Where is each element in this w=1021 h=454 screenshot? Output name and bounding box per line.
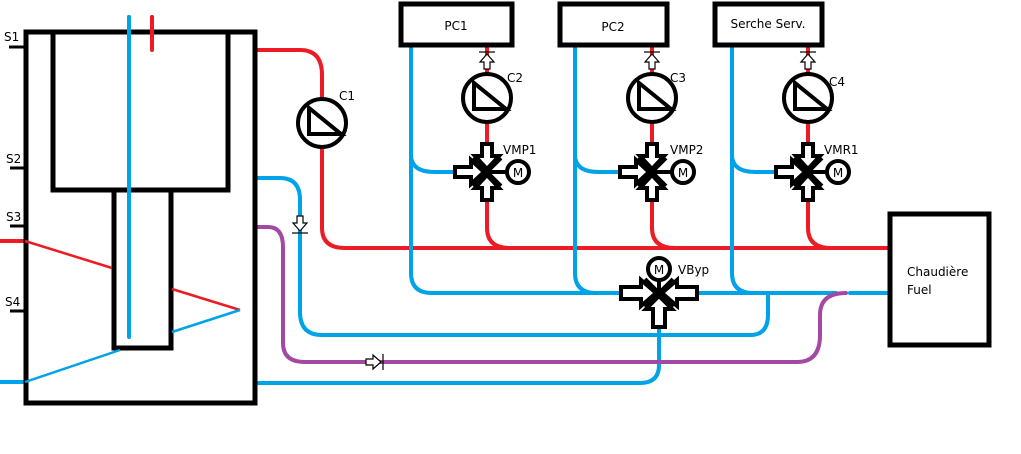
storage-tank: S1 S2 S3 S4 <box>4 15 258 406</box>
circulator-pump-icon <box>782 72 834 124</box>
sensor-s3: S3 <box>6 210 25 228</box>
svg-text:S2: S2 <box>6 152 21 166</box>
circulator-pump-icon <box>461 72 513 124</box>
svg-text:M: M <box>678 166 688 180</box>
three-way-valve-icon <box>619 275 699 329</box>
svg-text:S1: S1 <box>4 30 19 44</box>
valve-vmp2: M VMP2 <box>618 142 703 202</box>
svg-text:M: M <box>654 263 664 277</box>
svg-text:VByp: VByp <box>678 263 709 277</box>
svg-text:S3: S3 <box>6 210 21 224</box>
svg-text:Serche Serv.: Serche Serv. <box>731 17 806 31</box>
svg-text:C3: C3 <box>670 71 686 85</box>
check-valve-icon <box>799 51 817 70</box>
circulator-pump-icon <box>626 72 678 124</box>
svg-text:PC1: PC1 <box>444 19 467 33</box>
svg-text:PC2: PC2 <box>601 20 624 34</box>
valve-vbyp: M VByp <box>619 256 709 329</box>
svg-text:VMP1: VMP1 <box>503 143 536 157</box>
boiler: Chaudière Fuel <box>887 211 992 348</box>
pump-c4: C4 <box>782 72 845 124</box>
svg-text:Fuel: Fuel <box>907 283 932 297</box>
svg-text:C4: C4 <box>829 75 845 89</box>
pump-c3: C3 <box>626 71 686 124</box>
circuit-pc2: PC2 <box>557 1 670 48</box>
svg-text:VMR1: VMR1 <box>824 143 859 157</box>
svg-text:C2: C2 <box>507 71 523 85</box>
circuit-serche-serv: Serche Serv. <box>712 1 825 48</box>
sensor-s2: S2 <box>6 152 25 170</box>
motor-icon <box>646 256 672 282</box>
svg-text:C1: C1 <box>339 89 355 103</box>
pump-c1: C1 <box>296 89 355 149</box>
valve-vmp1: M VMP1 <box>453 142 536 202</box>
hot-pipes <box>0 15 892 250</box>
motor-icon <box>505 159 531 185</box>
return-pipes <box>254 225 848 364</box>
svg-text:VMP2: VMP2 <box>670 143 703 157</box>
svg-text:M: M <box>833 166 843 180</box>
circuit-pc1: PC1 <box>398 1 515 48</box>
check-valve-icon <box>291 215 309 234</box>
svg-text:Chaudière: Chaudière <box>907 265 968 279</box>
check-valve-icon <box>643 51 661 70</box>
check-valve-icon <box>365 353 384 371</box>
svg-text:M: M <box>513 166 523 180</box>
pump-c2: C2 <box>461 71 523 124</box>
valve-vmr1: M VMR1 <box>774 142 859 202</box>
sensor-s4: S4 <box>5 295 25 313</box>
motor-icon <box>825 159 851 185</box>
check-valve-icon <box>478 51 496 70</box>
sensor-s1: S1 <box>4 30 25 49</box>
circulator-pump-icon <box>296 97 348 149</box>
svg-text:S4: S4 <box>5 295 20 309</box>
motor-icon <box>670 159 696 185</box>
